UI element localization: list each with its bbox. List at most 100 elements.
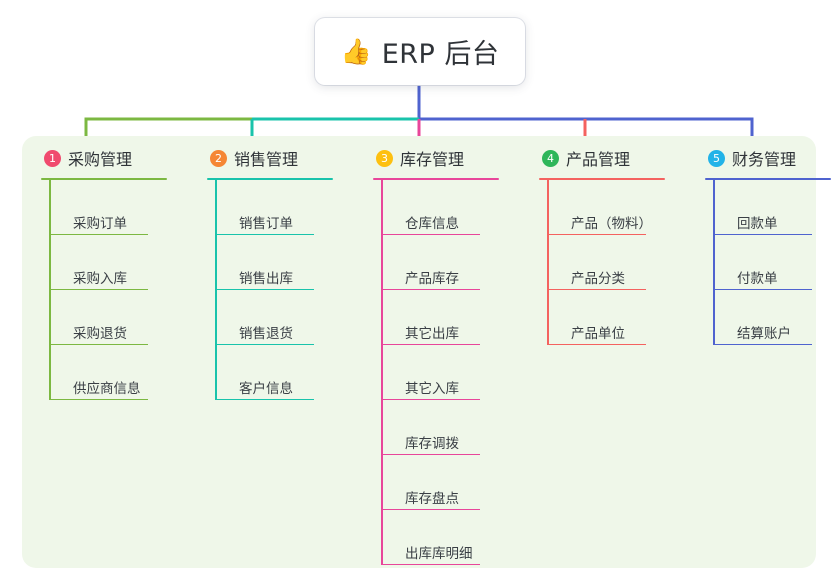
leaf-node[interactable]: 仓库信息	[381, 180, 520, 235]
leaf-node[interactable]: 产品库存	[381, 235, 520, 290]
branch-underline	[539, 177, 665, 180]
leaf-label: 销售订单	[239, 215, 293, 232]
leaf-underline	[381, 233, 480, 235]
leaf-label: 客户信息	[239, 380, 293, 397]
leaf-label: 产品单位	[571, 325, 625, 342]
branch-header[interactable]: 3 库存管理	[354, 136, 520, 180]
branch-number-badge: 1	[44, 149, 61, 167]
leaf-label: 产品库存	[405, 270, 459, 287]
leaf-underline	[381, 398, 480, 400]
leaf-underline	[49, 398, 148, 400]
leaf-label: 产品（物料）	[571, 215, 652, 232]
leaf-node[interactable]: 产品（物料）	[547, 180, 686, 235]
leaf-label: 产品分类	[571, 270, 625, 287]
leaf-label: 供应商信息	[73, 380, 141, 397]
leaf-list: 仓库信息产品库存其它出库其它入库库存调拨库存盘点出库库明细	[381, 180, 520, 565]
branch-title: 库存管理	[400, 150, 465, 169]
leaf-node[interactable]: 出库库明细	[381, 510, 520, 565]
thumbs-up-icon: 👍	[340, 37, 372, 66]
leaf-label: 付款单	[737, 270, 778, 287]
leaf-node[interactable]: 销售出库	[215, 235, 354, 290]
branch-underline	[41, 177, 167, 180]
branch-underline	[207, 177, 333, 180]
leaf-label: 库存调拨	[405, 435, 459, 452]
branch-spine	[215, 180, 217, 400]
leaf-underline	[713, 343, 812, 345]
branch-column: 1 采购管理采购订单采购入库采购退货供应商信息	[22, 136, 188, 400]
leaf-node[interactable]: 结算账户	[713, 290, 839, 345]
leaf-node[interactable]: 销售退货	[215, 290, 354, 345]
leaf-underline	[215, 288, 314, 290]
leaf-list: 回款单付款单结算账户	[713, 180, 839, 345]
leaf-underline	[547, 343, 646, 345]
leaf-underline	[713, 233, 812, 235]
branch-underline	[373, 177, 499, 180]
leaf-node[interactable]: 采购订单	[49, 180, 188, 235]
leaf-underline	[381, 453, 480, 455]
leaf-node[interactable]: 回款单	[713, 180, 839, 235]
leaf-node[interactable]: 销售订单	[215, 180, 354, 235]
leaf-underline	[49, 288, 148, 290]
branch-header[interactable]: 4 产品管理	[520, 136, 686, 180]
branch-number-badge: 3	[376, 149, 393, 167]
branch-number-badge: 4	[542, 149, 559, 167]
leaf-list: 产品（物料） 产品分类产品单位	[547, 180, 686, 345]
leaf-node[interactable]: 库存调拨	[381, 400, 520, 455]
leaf-node[interactable]: 其它入库	[381, 345, 520, 400]
branch-title: 财务管理	[732, 150, 797, 169]
leaf-list: 采购订单采购入库采购退货供应商信息	[49, 180, 188, 400]
leaf-underline	[713, 288, 812, 290]
leaf-label: 回款单	[737, 215, 778, 232]
leaf-label: 仓库信息	[405, 215, 459, 232]
leaf-label: 采购退货	[73, 325, 127, 342]
branch-column: 2 销售管理销售订单销售出库销售退货客户信息	[188, 136, 354, 400]
leaf-node[interactable]: 采购退货	[49, 290, 188, 345]
branch-spine	[381, 180, 383, 565]
branch-header[interactable]: 5 财务管理	[686, 136, 839, 180]
branch-header[interactable]: 2 销售管理	[188, 136, 354, 180]
branch-title: 产品管理	[566, 150, 631, 169]
branch-number-badge: 2	[210, 149, 227, 167]
leaf-node[interactable]: 客户信息	[215, 345, 354, 400]
leaf-label: 采购入库	[73, 270, 127, 287]
leaf-underline	[49, 343, 148, 345]
leaf-node[interactable]: 其它出库	[381, 290, 520, 345]
branch-number-badge: 5	[708, 149, 725, 167]
branch-title: 销售管理	[234, 150, 299, 169]
leaf-list: 销售订单销售出库销售退货客户信息	[215, 180, 354, 400]
leaf-underline	[381, 343, 480, 345]
branch-spine	[49, 180, 51, 400]
branch-spine	[547, 180, 549, 345]
branch-columns: 1 采购管理采购订单采购入库采购退货供应商信息 2 销售管理销售订单销售出库销售退货客…	[22, 136, 831, 568]
leaf-label: 销售出库	[239, 270, 293, 287]
root-title: ERP 后台	[381, 39, 500, 70]
leaf-underline	[381, 288, 480, 290]
branch-column: 4 产品管理产品（物料） 产品分类产品单位	[520, 136, 686, 345]
leaf-node[interactable]: 产品单位	[547, 290, 686, 345]
root-node[interactable]: 👍 ERP 后台	[315, 18, 525, 85]
leaf-underline	[547, 233, 646, 235]
branch-header[interactable]: 1 采购管理	[22, 136, 188, 180]
leaf-label: 采购订单	[73, 215, 127, 232]
leaf-underline	[215, 343, 314, 345]
leaf-node[interactable]: 供应商信息	[49, 345, 188, 400]
leaf-label: 库存盘点	[405, 490, 459, 507]
leaf-node[interactable]: 产品分类	[547, 235, 686, 290]
leaf-underline	[49, 233, 148, 235]
branch-title: 采购管理	[68, 150, 133, 169]
leaf-underline	[215, 233, 314, 235]
leaf-underline	[381, 508, 480, 510]
leaf-node[interactable]: 采购入库	[49, 235, 188, 290]
branch-underline	[705, 177, 831, 180]
branch-column: 3 库存管理仓库信息产品库存其它出库其它入库库存调拨库存盘点出库库明细	[354, 136, 520, 565]
leaf-label: 其它出库	[405, 325, 459, 342]
leaf-label: 结算账户	[737, 325, 791, 342]
leaf-label: 出库库明细	[405, 545, 473, 562]
leaf-node[interactable]: 付款单	[713, 235, 839, 290]
leaf-underline	[215, 398, 314, 400]
leaf-label: 销售退货	[239, 325, 293, 342]
leaf-node[interactable]: 库存盘点	[381, 455, 520, 510]
leaf-label: 其它入库	[405, 380, 459, 397]
leaf-underline	[547, 288, 646, 290]
